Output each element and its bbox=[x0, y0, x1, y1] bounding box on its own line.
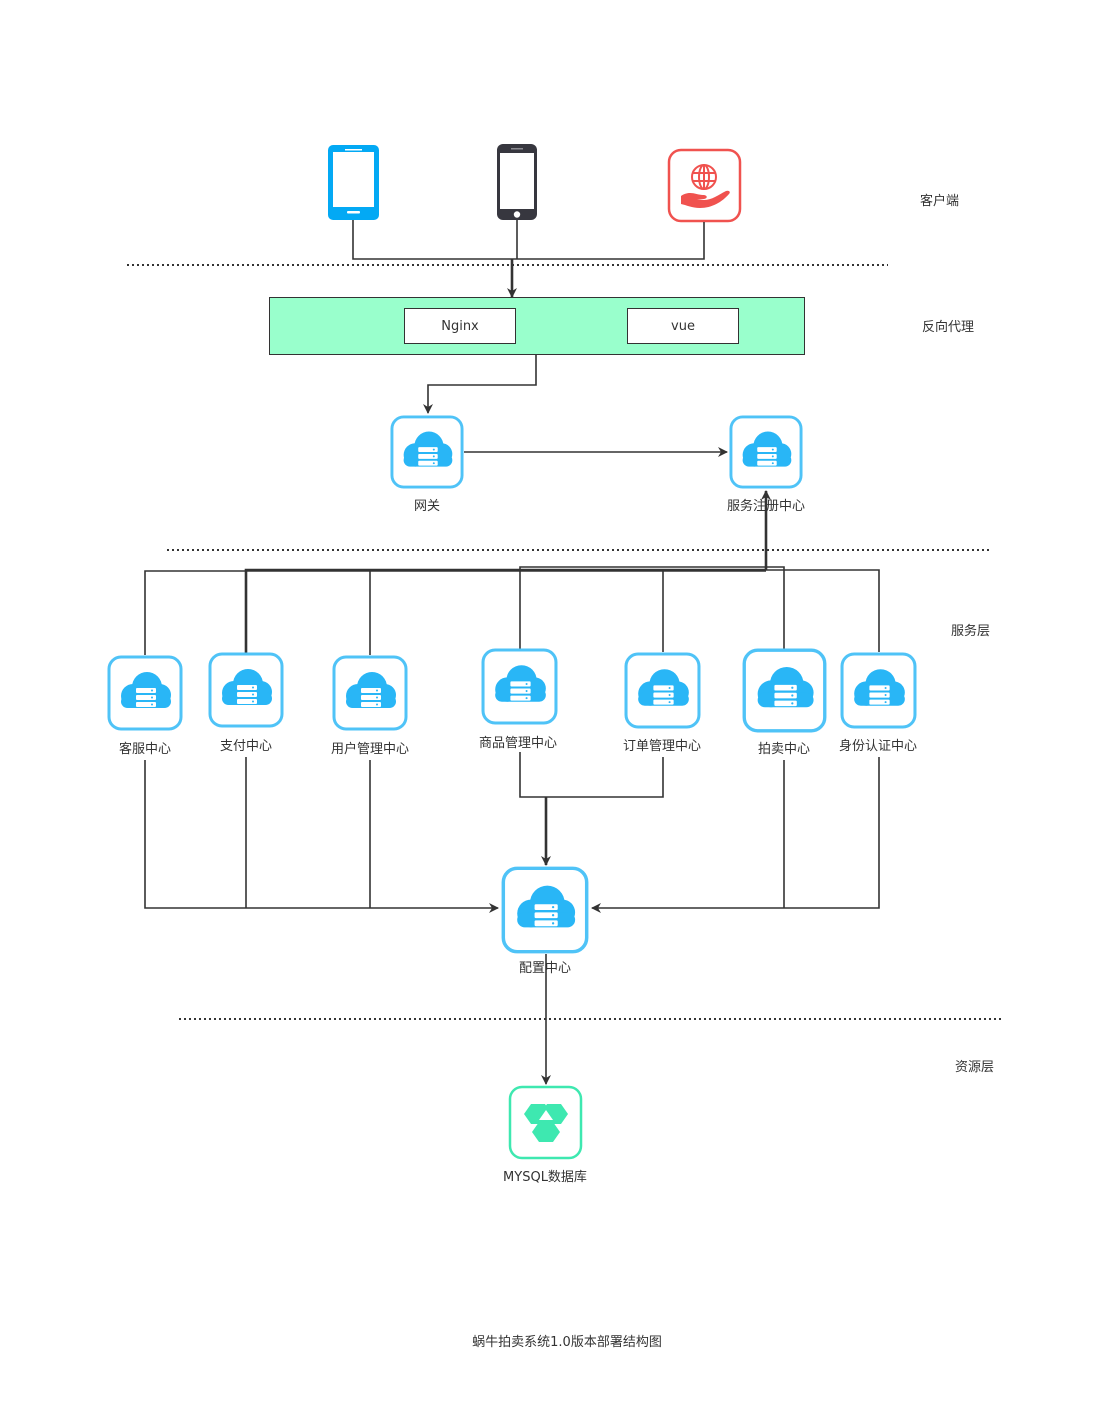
nginx-box: Nginx bbox=[404, 308, 516, 344]
right-services-to-config-arrow bbox=[591, 757, 880, 913]
diagram-caption: 蜗牛拍卖系统1.0版本部署结构图 bbox=[472, 1334, 662, 1350]
mobile-phone-icon bbox=[497, 144, 537, 220]
customer-service-node-icon bbox=[107, 655, 183, 731]
layer-label-service: 服务层 bbox=[951, 623, 990, 639]
customer-service-label: 客服中心 bbox=[119, 741, 171, 757]
globe-hand-icon bbox=[667, 148, 742, 223]
config-label: 配置中心 bbox=[519, 961, 571, 976]
mysql-label: MYSQL数据库 bbox=[503, 1169, 587, 1185]
identity-node-icon bbox=[840, 652, 917, 729]
product-auction-bus bbox=[519, 566, 785, 649]
service-bus-main bbox=[244, 568, 766, 653]
registry-node-icon bbox=[729, 415, 803, 489]
service-bus-customer bbox=[144, 570, 766, 655]
user-mgmt-node-icon bbox=[332, 655, 408, 731]
payment-node-icon bbox=[208, 652, 284, 728]
product-mgmt-node-icon bbox=[481, 648, 558, 725]
product-mgmt-label: 商品管理中心 bbox=[479, 736, 557, 751]
order-mgmt-node-icon bbox=[624, 652, 701, 729]
database-icon bbox=[508, 1085, 583, 1160]
user-mgmt-label: 用户管理中心 bbox=[331, 741, 409, 757]
vue-box: vue bbox=[627, 308, 739, 344]
proxy-to-gateway-arrow bbox=[423, 355, 537, 414]
identity-bus-link bbox=[766, 569, 880, 652]
identity-label: 身份认证中心 bbox=[839, 738, 917, 754]
gateway-node-icon bbox=[390, 415, 464, 489]
auction-node-icon bbox=[742, 648, 827, 733]
product-order-config-link bbox=[519, 752, 664, 798]
payment-label: 支付中心 bbox=[220, 739, 272, 754]
config-node-icon bbox=[501, 866, 589, 954]
left-services-to-config-arrow bbox=[144, 760, 499, 913]
nginx-label: Nginx bbox=[441, 319, 479, 334]
layer-label-resource: 资源层 bbox=[955, 1060, 994, 1075]
order-mgmt-label: 订单管理中心 bbox=[623, 739, 701, 754]
vue-label: vue bbox=[671, 319, 695, 334]
layer-label-proxy: 反向代理 bbox=[922, 319, 974, 335]
tablet-icon bbox=[328, 145, 379, 220]
client-connector bbox=[352, 220, 705, 260]
layer-label-client: 客户端 bbox=[920, 193, 959, 209]
gateway-label: 网关 bbox=[414, 499, 440, 514]
auction-label: 拍卖中心 bbox=[758, 742, 810, 757]
